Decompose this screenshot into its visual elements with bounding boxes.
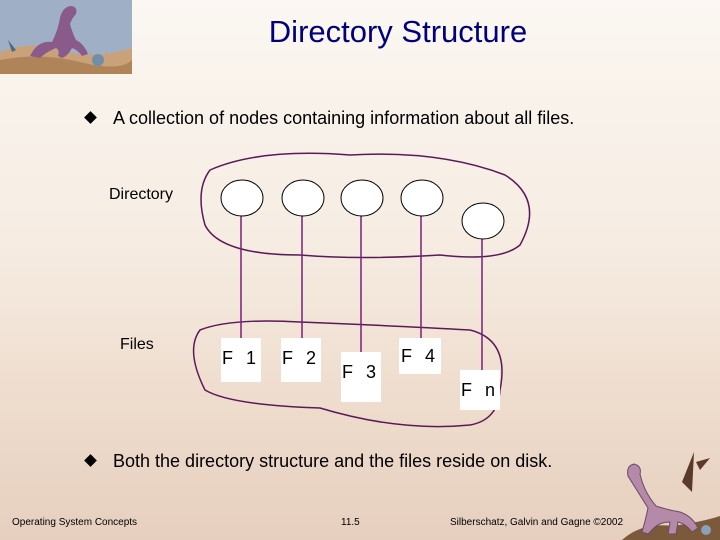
- footer-left: Operating System Concepts: [12, 517, 138, 528]
- file-box: F 3: [341, 352, 381, 402]
- directory-node: [461, 202, 505, 240]
- file-box: F 2: [281, 338, 321, 382]
- dinosaur-logo-icon: [0, 0, 132, 74]
- bullet-text: A collection of nodes containing informa…: [113, 108, 575, 128]
- file-box: F n: [460, 370, 500, 410]
- file-box: F 1: [221, 338, 261, 382]
- bullet-text: Both the directory structure and the fil…: [113, 451, 553, 471]
- footer-page-number: 11.5: [341, 517, 360, 528]
- page-title: Directory Structure: [268, 14, 528, 49]
- dinosaur-corner-icon: [622, 452, 720, 540]
- directory-outline: [200, 152, 531, 259]
- files-label: Files: [120, 336, 154, 353]
- directory-label: Directory: [109, 186, 174, 203]
- directory-node: [400, 179, 444, 217]
- file-box: F 4: [399, 338, 441, 374]
- directory-node: [220, 179, 264, 217]
- directory-node: [340, 179, 384, 217]
- directory-node: [281, 179, 325, 217]
- footer-right: Silberschatz, Galvin and Gagne ©2002: [450, 517, 624, 528]
